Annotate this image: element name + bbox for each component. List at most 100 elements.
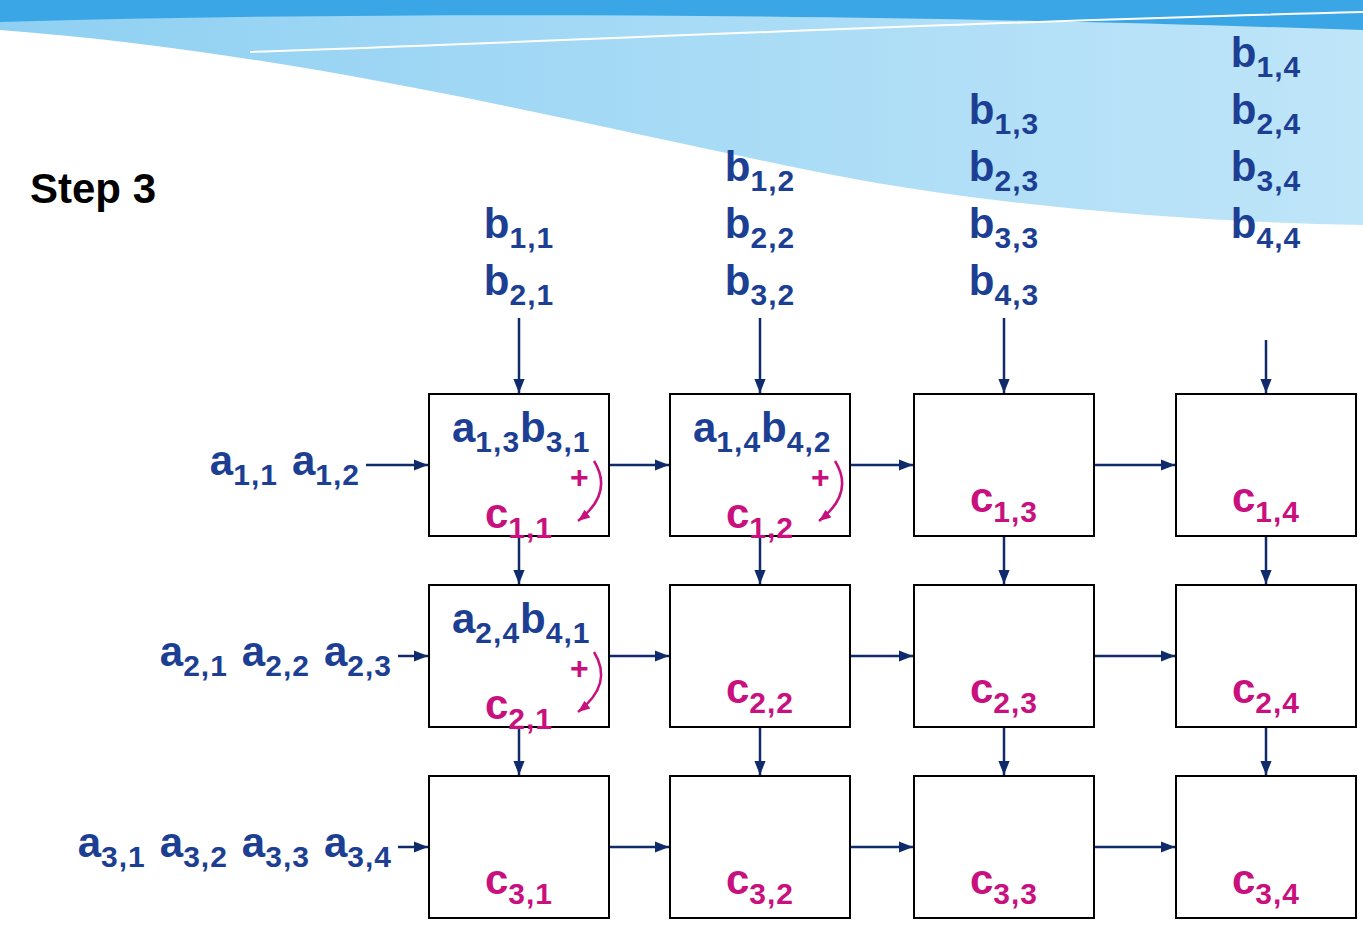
symbol-letter: a <box>452 595 475 642</box>
data-flow-arrow <box>610 655 669 658</box>
matrix-element: b3,4 <box>1231 146 1301 196</box>
symbol-letter: b <box>969 86 995 133</box>
plus-sign: + <box>811 461 830 493</box>
data-flow-arrow <box>1095 846 1175 849</box>
data-flow-arrow <box>610 846 669 849</box>
symbol-letter: c <box>485 490 508 537</box>
step-title: Step 3 <box>30 168 156 210</box>
subscript: 3,3 <box>265 840 310 873</box>
label-slot: b1,4 <box>1231 32 1301 82</box>
data-flow-arrow <box>1265 728 1268 775</box>
processing-cell: c3,2 <box>669 775 851 919</box>
symbol-letter: b <box>725 200 751 247</box>
input-arrow <box>1003 318 1006 393</box>
subscript: 1,3 <box>475 425 520 458</box>
accumulator-name: c1,3 <box>970 477 1038 527</box>
subscript: 2,1 <box>509 278 554 311</box>
matrix-element: a2,2 <box>242 631 310 681</box>
symbol-letter: b <box>969 200 995 247</box>
subscript: 3,2 <box>183 840 228 873</box>
processing-cell: c3,1 <box>428 775 610 919</box>
symbol-letter: a <box>324 628 347 675</box>
symbol-letter: b <box>969 143 995 190</box>
symbol-letter: c <box>726 490 749 537</box>
subscript: 1,2 <box>750 164 795 197</box>
subscript: 3,4 <box>1256 164 1301 197</box>
subscript: 2,4 <box>475 616 520 649</box>
symbol-letter: b <box>725 257 751 304</box>
data-flow-arrow <box>1003 728 1006 775</box>
accumulator-name: c1,2 <box>726 493 794 543</box>
subscript: 3,1 <box>546 425 591 458</box>
symbol-letter: a <box>210 437 233 484</box>
processing-cell: a2,4b4,1+c2,1 <box>428 584 610 728</box>
subscript: 1,1 <box>508 511 553 544</box>
text-part: + <box>570 459 589 495</box>
matrix-element: b4,4 <box>1231 203 1301 253</box>
processing-cell: c2,2 <box>669 584 851 728</box>
data-flow-arrow <box>518 537 521 584</box>
matrix-element: b2,3 <box>969 146 1039 196</box>
subscript: 2,1 <box>508 702 553 735</box>
accumulator-name: c3,2 <box>726 859 794 909</box>
banner-swoosh <box>0 0 1363 225</box>
symbol-letter: c <box>970 665 993 712</box>
matrix-element: b1,2 <box>725 146 795 196</box>
subscript: 2,3 <box>993 686 1038 719</box>
subscript: 1,2 <box>315 458 360 491</box>
processing-cell: c1,4 <box>1175 393 1357 537</box>
subscript: 2,1 <box>183 649 228 682</box>
subscript: 3,4 <box>1255 877 1300 910</box>
input-arrow <box>759 318 762 393</box>
matrix-element: a3,3 <box>242 822 310 872</box>
product-term: a2,4b4,1 <box>452 598 590 648</box>
subscript: 2,4 <box>1255 686 1300 719</box>
label-slot: a3,3 <box>242 822 310 872</box>
subscript: 2,2 <box>265 649 310 682</box>
data-flow-arrow <box>518 728 521 775</box>
label-slot: b3,3 <box>969 203 1039 253</box>
symbol-letter: b <box>484 257 510 304</box>
symbol-letter: c <box>726 665 749 712</box>
accumulator-name: c2,2 <box>726 668 794 718</box>
label-slot: b3,2 <box>725 260 795 310</box>
matrix-element: b4,3 <box>969 260 1039 310</box>
banner-line <box>250 12 1363 52</box>
matrix-element: a3,2 <box>160 822 228 872</box>
symbol-letter: b <box>520 595 546 642</box>
symbol-letter: b <box>1231 200 1257 247</box>
data-flow-arrow <box>1265 537 1268 584</box>
symbol-letter: a <box>78 819 101 866</box>
symbol-letter: a <box>242 819 265 866</box>
label-slot: a2,3 <box>324 631 392 681</box>
matrix-element: a1,1 <box>210 440 278 490</box>
matrix-element: b3,2 <box>725 260 795 310</box>
subscript: 1,4 <box>716 425 761 458</box>
accumulator-name: c2,4 <box>1232 668 1300 718</box>
label-slot: a3,4 <box>324 822 392 872</box>
label-slot: a1,1 <box>210 440 278 490</box>
label-slot: a3,1 <box>78 822 146 872</box>
text-part: Step 3 <box>30 165 156 212</box>
label-slot: b2,1 <box>484 260 554 310</box>
subscript: 2,3 <box>994 164 1039 197</box>
processing-cell: a1,3b3,1+c1,1 <box>428 393 610 537</box>
symbol-letter: b <box>761 404 787 451</box>
processing-cell: c2,4 <box>1175 584 1357 728</box>
subscript: 2,3 <box>347 649 392 682</box>
subscript: 4,2 <box>787 425 832 458</box>
symbol-letter: b <box>725 143 751 190</box>
matrix-element: a3,1 <box>78 822 146 872</box>
text-part: + <box>570 650 589 686</box>
subscript: 4,3 <box>994 278 1039 311</box>
subscript: 1,1 <box>233 458 278 491</box>
subscript: 1,4 <box>1255 495 1300 528</box>
subscript: 3,3 <box>993 877 1038 910</box>
processing-cell: c3,3 <box>913 775 1095 919</box>
input-arrow <box>366 464 428 467</box>
processing-cell: c2,3 <box>913 584 1095 728</box>
label-slot: a1,2 <box>292 440 360 490</box>
accumulator-name: c3,3 <box>970 859 1038 909</box>
accumulator-name: c3,1 <box>485 859 553 909</box>
